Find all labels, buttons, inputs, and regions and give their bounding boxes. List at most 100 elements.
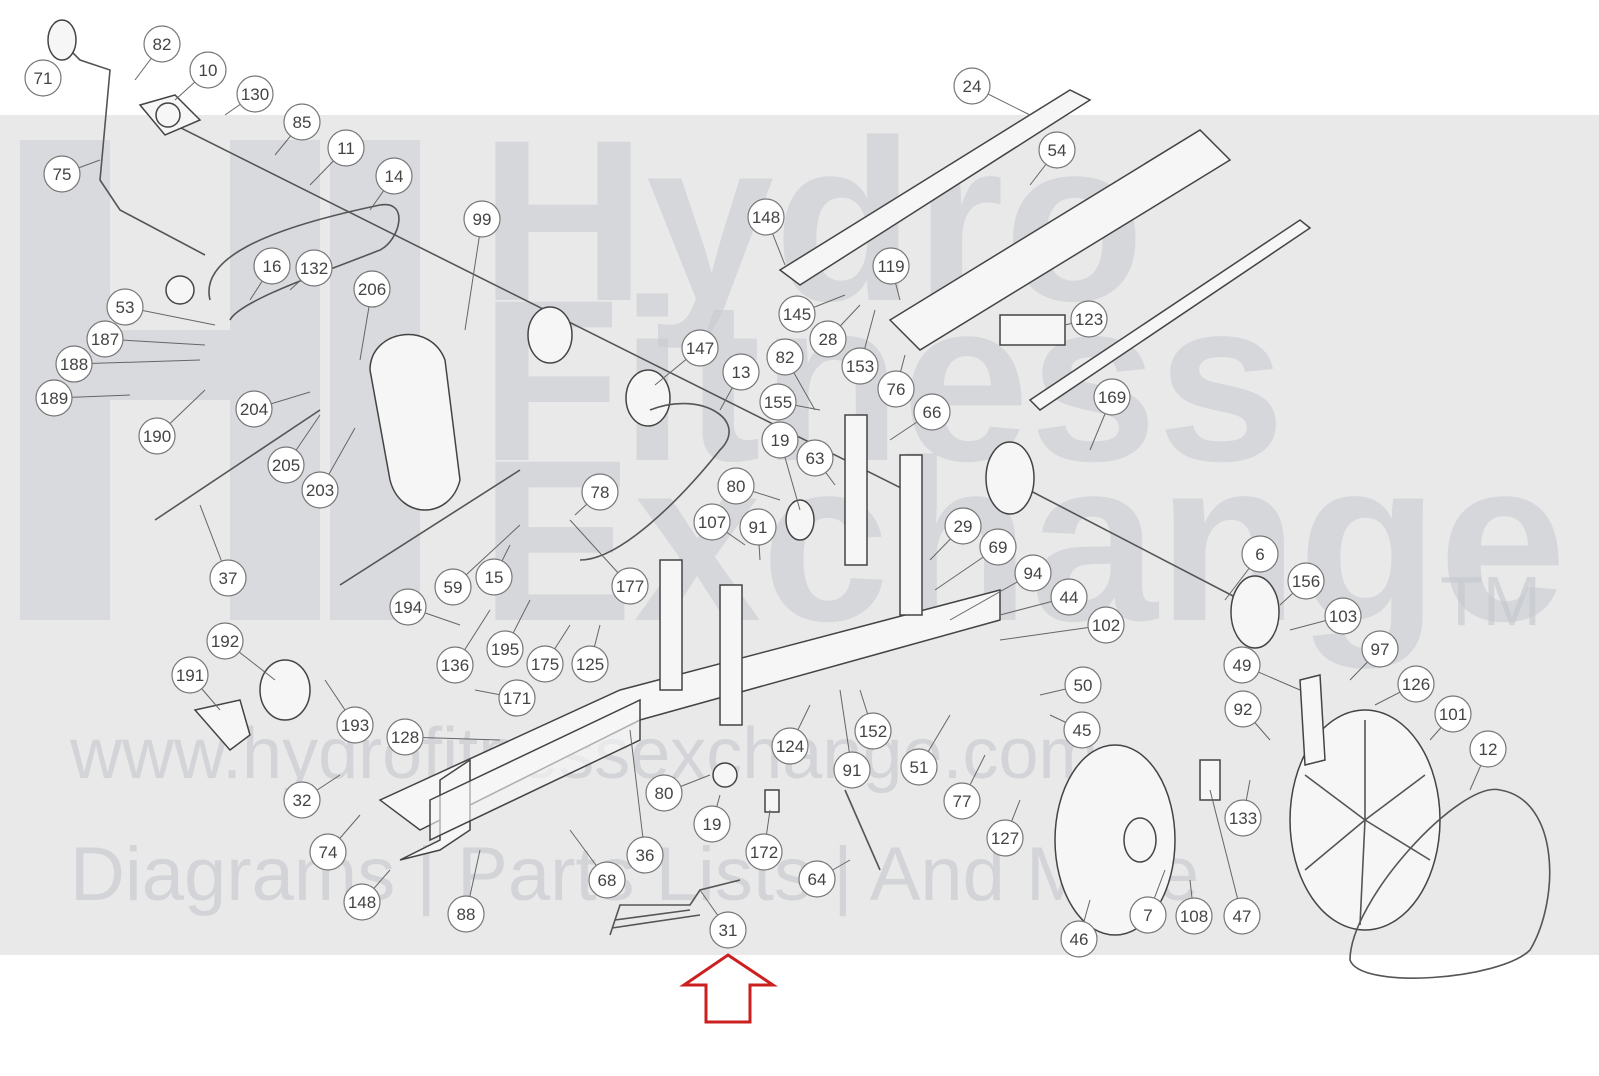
callout-171: 171 — [474, 679, 536, 717]
callout-label: 29 — [954, 517, 973, 536]
callout-175: 175 — [526, 624, 571, 683]
callout-circle — [1063, 711, 1101, 749]
callout-label: 51 — [910, 758, 929, 777]
callout-circle — [1060, 920, 1098, 958]
callout-label: 16 — [263, 257, 282, 276]
callout-37: 37 — [199, 504, 247, 597]
callout-label: 172 — [750, 843, 778, 862]
callout-92: 92 — [1224, 690, 1271, 741]
callout-16: 16 — [249, 247, 291, 301]
pulley-housing — [369, 333, 461, 511]
callout-74: 74 — [309, 814, 361, 871]
callout-circle — [571, 645, 609, 683]
callout-circle — [1175, 897, 1213, 935]
callout-circle — [778, 295, 816, 333]
callout-label: 204 — [240, 400, 268, 419]
callout-circle — [588, 861, 626, 899]
callout-circle — [106, 288, 144, 326]
callout-24: 24 — [953, 67, 1031, 116]
callout-128: 128 — [386, 718, 501, 756]
callout-103: 103 — [1289, 597, 1362, 635]
callout-label: 189 — [40, 389, 68, 408]
callout-97: 97 — [1349, 630, 1399, 681]
callout-circle — [626, 836, 664, 874]
callout-49: 49 — [1223, 646, 1301, 691]
callout-label: 13 — [732, 363, 751, 382]
callout-label: 177 — [616, 577, 644, 596]
callout-label: 102 — [1092, 616, 1120, 635]
callout-label: 11 — [337, 139, 355, 158]
callout-label: 195 — [491, 640, 519, 659]
callout-circle — [55, 345, 93, 383]
callout-circle — [877, 370, 915, 408]
callout-15: 15 — [475, 544, 513, 596]
callout-circle — [498, 679, 536, 717]
callout-label: 128 — [391, 728, 419, 747]
callout-label: 68 — [598, 871, 617, 890]
callout-102: 102 — [999, 606, 1125, 644]
callout-circle — [745, 833, 783, 871]
callout-circle — [943, 782, 981, 820]
callout-label: 192 — [211, 632, 239, 651]
callout-label: 45 — [1073, 721, 1092, 740]
idler-pulley — [259, 659, 311, 721]
callout-circle — [645, 774, 683, 812]
gear-upper — [527, 306, 573, 364]
callout-155: 155 — [759, 383, 821, 421]
callout-label: 119 — [877, 257, 904, 276]
callout-label: 97 — [1371, 640, 1390, 659]
callout-label: 63 — [806, 449, 825, 468]
lower-shaft — [999, 474, 1261, 611]
callout-circle — [1324, 597, 1362, 635]
callout-circle — [1050, 578, 1088, 616]
callout-label: 82 — [153, 35, 172, 54]
callout-19: 19 — [693, 794, 731, 843]
callout-119: 119 — [872, 247, 910, 301]
callout-label: 76 — [887, 380, 906, 399]
callout-label: 148 — [348, 893, 376, 912]
callout-circle — [717, 467, 755, 505]
belt-14 — [208, 203, 400, 321]
callout-circle — [353, 270, 391, 308]
callout-circle — [336, 706, 374, 744]
belt-12 — [1349, 788, 1551, 979]
callout-circle — [854, 712, 892, 750]
callout-circle — [1129, 896, 1167, 934]
callout-156: 156 — [1279, 562, 1325, 606]
callout-label: 169 — [1098, 388, 1126, 407]
gear-lower — [625, 369, 671, 427]
callout-circle — [309, 833, 347, 871]
callout-132: 132 — [289, 249, 333, 291]
callout-6: 6 — [1224, 535, 1279, 601]
callout-label: 126 — [1402, 675, 1430, 694]
callout-circle — [979, 528, 1017, 566]
callout-circle — [771, 727, 809, 765]
callout-91: 91 — [833, 689, 871, 789]
callout-circle — [1469, 730, 1507, 768]
callout-145: 145 — [778, 294, 846, 333]
callout-label: 50 — [1074, 676, 1093, 695]
callout-circle — [1241, 535, 1279, 573]
callout-7: 7 — [1129, 869, 1167, 934]
callout-circle — [953, 67, 991, 105]
callout-80: 80 — [717, 467, 781, 505]
callout-circle — [189, 51, 227, 89]
callout-circle — [1087, 606, 1125, 644]
callout-101: 101 — [1429, 695, 1472, 741]
callout-68: 68 — [569, 829, 626, 899]
callout-circle — [709, 911, 747, 949]
callout-147: 147 — [654, 329, 719, 386]
callout-circle — [206, 622, 244, 660]
callout-label: 124 — [776, 737, 804, 756]
callout-circle — [1361, 630, 1399, 668]
callout-label: 49 — [1233, 656, 1252, 675]
callout-10: 10 — [174, 51, 227, 101]
callout-label: 108 — [1180, 907, 1208, 926]
callout-188: 188 — [55, 345, 201, 383]
callout-label: 152 — [859, 722, 887, 741]
callout-label: 44 — [1060, 588, 1079, 607]
callout-label: 148 — [752, 208, 780, 227]
callout-label: 37 — [219, 569, 238, 588]
